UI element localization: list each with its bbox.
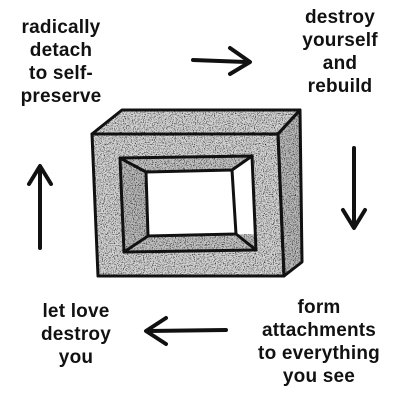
step-form-attachments: form attachments to everything you see: [258, 297, 380, 387]
frame-opening: [146, 170, 236, 236]
step-let-love-destroy: let love destroy you: [40, 301, 112, 368]
step-radically-detach: radically detach to self- preserve: [20, 17, 102, 107]
step-destroy-yourself: destroy yourself and rebuild: [302, 7, 378, 97]
frame-outlines: [90, 108, 304, 278]
frame-stipple: [92, 110, 302, 276]
